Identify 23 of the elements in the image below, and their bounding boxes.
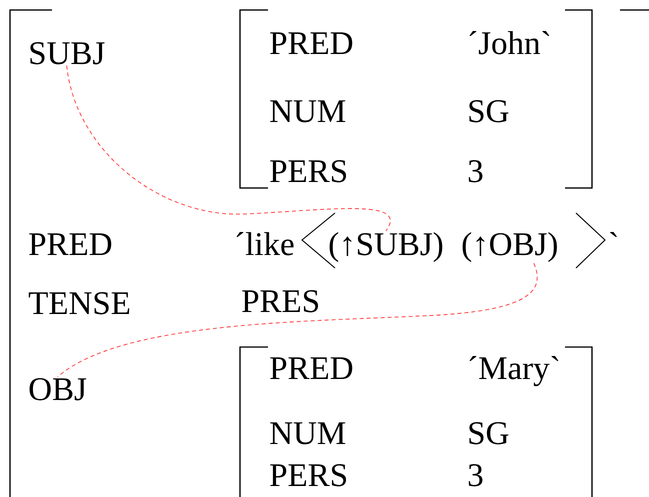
value-text: SG [469,100,508,122]
value-text: PRES [242,290,318,312]
value-text: 3 [468,160,482,182]
feature-name: PERS [270,160,346,182]
value-text: ´like [236,232,294,256]
value-text: 3 [468,464,482,486]
feature-name: PRED [29,233,112,256]
value-text: ´John` [470,31,550,54]
feature-text: (↑OBJ) [462,232,557,262]
feature-name: NUM [270,422,346,444]
value-text: ´Mary` [470,356,558,386]
feature-text: SUBJ [30,42,105,64]
feature-name: NUM [270,100,346,122]
value-text: SG [469,422,508,444]
feature-name: TENSE [28,292,130,314]
feature-text: (↑SUBJ) [330,232,442,262]
feature-name: PRED [270,357,352,380]
quote-mark: ` [610,232,617,237]
dashed-link [66,65,390,232]
feature-text: OBJ [30,378,86,400]
dashed-link [57,262,538,378]
feature-name: PRED [270,32,352,54]
feature-name: PERS [270,464,346,486]
